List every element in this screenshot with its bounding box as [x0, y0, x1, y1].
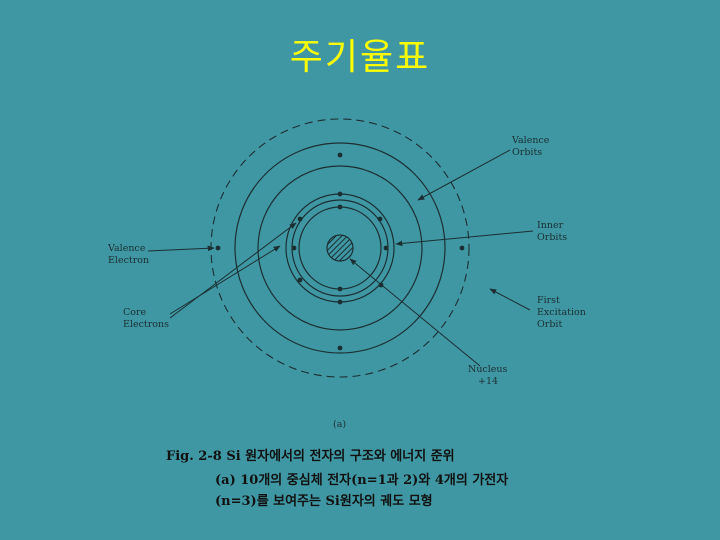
core-electron	[337, 204, 343, 210]
core-electron	[297, 216, 303, 222]
valence-electron	[459, 245, 465, 251]
core-electron	[377, 216, 383, 222]
valence-orbit-outer	[234, 142, 446, 354]
caption-line-1: Fig. 2-8 Si 원자에서의 전자의 구조와 에너지 준위	[166, 449, 455, 464]
caption-line-3: (n=3)를 보여주는 Si원자의 궤도 모형	[215, 494, 433, 509]
valence-electron	[215, 245, 221, 251]
valence-electron	[337, 152, 343, 158]
core-electron	[337, 299, 343, 305]
core-electron	[337, 286, 343, 292]
arrow-first-excitation	[489, 288, 531, 311]
arrow-valence-electron	[147, 245, 215, 252]
core-electron	[291, 245, 297, 251]
core-electron	[337, 191, 343, 197]
valence-orbit-inner	[257, 165, 423, 331]
slide-title: 주기율표	[289, 37, 431, 78]
label-valence-orbits: Valence Orbits	[511, 135, 552, 158]
core-electron	[383, 245, 389, 251]
label-nucleus: Nucleus +14	[468, 364, 510, 387]
label-inner-orbits: Inner Orbits	[537, 220, 567, 243]
label-valence-electron: Valence Electron	[107, 243, 149, 266]
core-electron	[297, 277, 303, 283]
label-first-excitation-orbit: First Excitation Orbit	[537, 295, 589, 330]
arrow-nucleus	[349, 258, 481, 367]
arrow-inner-orbits	[395, 230, 534, 247]
label-subfigure: (a)	[333, 419, 346, 430]
arrow-core-electron-2	[169, 222, 297, 319]
label-core-electrons: Core Electrons	[123, 307, 169, 330]
valence-electron	[337, 345, 343, 351]
arrow-core-electron-1	[169, 245, 281, 315]
caption-line-2: (a) 10개의 중심체 전자(n=1과 2)와 4개의 가전자	[215, 473, 509, 488]
nucleus	[326, 234, 354, 262]
arrow-valence-orbits	[417, 149, 511, 201]
